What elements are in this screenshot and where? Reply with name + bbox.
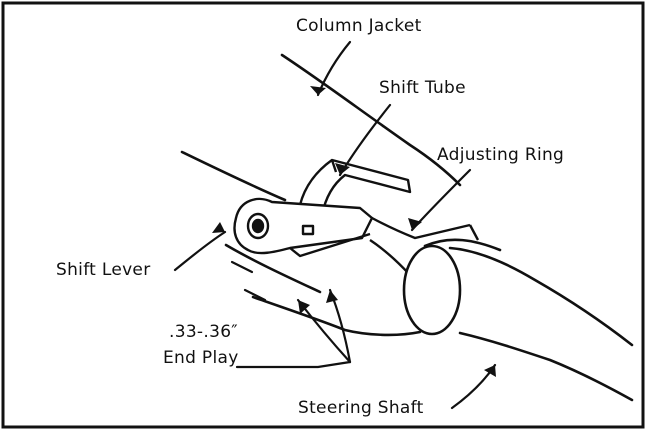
shift-tube-arrowhead [335,163,350,175]
shift-lever [233,197,374,258]
shift-lever-arrowhead [212,222,225,233]
label-end-play-value: .33-.36″ [169,322,238,342]
end-play-arrowhead-2 [326,290,338,303]
shift-tube [298,158,412,216]
adjusting-ring-arrowhead [408,218,422,230]
end-play-bracket [230,260,254,274]
adjusting-ring-leader [410,168,472,232]
end-play-leader [235,360,352,369]
column-jacket-leader [316,40,352,97]
steering-shaft [402,238,634,402]
label-column-jacket: Column Jacket [296,16,422,36]
label-end-play-text: End Play [163,348,239,368]
label-shift-lever: Shift Lever [56,260,151,280]
end-play-arrowhead-1 [298,300,310,314]
label-shift-tube: Shift Tube [379,78,466,98]
shift-lever-leader [173,230,227,272]
steering-shaft-arrowhead [484,365,496,377]
column-jacket [180,53,462,337]
label-adjusting-ring: Adjusting Ring [437,145,565,165]
label-steering-shaft: Steering Shaft [298,398,424,418]
end-play-bracket-lower [243,288,267,302]
shift-tube-leader [338,103,392,177]
arrow-heads [212,86,496,377]
column-jacket-arrowhead [310,86,326,95]
